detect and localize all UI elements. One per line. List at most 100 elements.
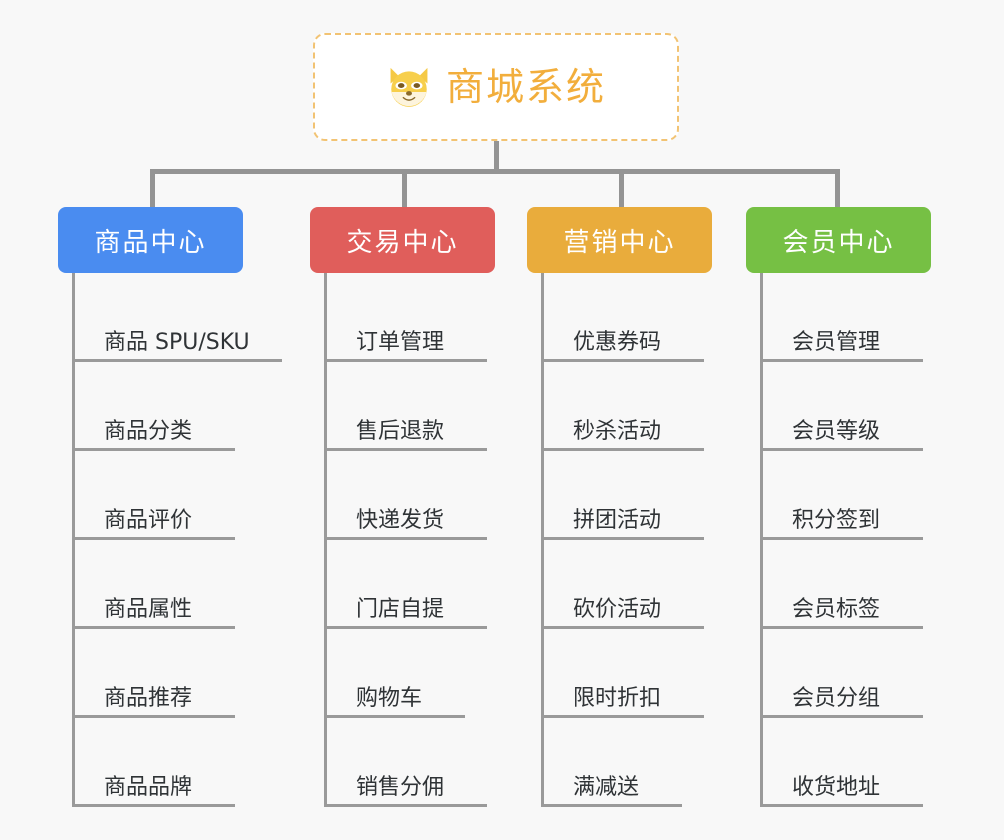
leaf-underline <box>72 804 235 807</box>
list-item[interactable]: 商品品牌 <box>72 718 278 807</box>
list-item[interactable]: 购物车 <box>324 629 530 718</box>
leaf-underline <box>760 448 923 451</box>
leaf-underline <box>72 715 235 718</box>
list-item[interactable]: 门店自提 <box>324 540 530 629</box>
category-header-trade[interactable]: 交易中心 <box>310 207 495 273</box>
list-item[interactable]: 积分签到 <box>760 451 966 540</box>
leaf-label: 购物车 <box>356 686 423 711</box>
list-item[interactable]: 会员分组 <box>760 629 966 718</box>
leaf-label: 商品品牌 <box>104 775 193 800</box>
list-item[interactable]: 商品属性 <box>72 540 278 629</box>
leaf-label: 会员分组 <box>792 686 881 711</box>
leaf-underline <box>324 448 487 451</box>
leaf-underline <box>324 537 487 540</box>
leaf-label: 商品推荐 <box>104 686 193 711</box>
list-item[interactable]: 订单管理 <box>324 273 530 362</box>
leaf-label: 会员标签 <box>792 597 881 622</box>
leaf-label: 商品评价 <box>104 508 193 533</box>
leaf-underline <box>324 715 465 718</box>
category-column-product: 商品中心 商品 SPU/SKU 商品分类 商品评价 商品属性 商品推荐 <box>58 207 282 807</box>
leaf-list-trade: 订单管理 售后退款 快递发货 门店自提 购物车 销售分佣 <box>324 273 530 807</box>
root-node-title: 商城系统 <box>445 65 606 109</box>
category-header-label: 会员中心 <box>782 227 895 258</box>
connector-horizontal-bus <box>150 169 840 174</box>
list-item[interactable]: 优惠券码 <box>541 273 747 362</box>
list-item[interactable]: 售后退款 <box>324 362 530 451</box>
leaf-underline <box>72 626 235 629</box>
leaf-underline <box>72 359 282 362</box>
list-item[interactable]: 会员标签 <box>760 540 966 629</box>
leaf-label: 售后退款 <box>356 419 445 444</box>
connector-drop-3 <box>619 169 624 209</box>
root-node-shop-system[interactable]: 商城系统 <box>313 33 679 141</box>
leaf-underline <box>72 537 235 540</box>
leaf-label: 会员等级 <box>792 419 881 444</box>
leaf-list-member: 会员管理 会员等级 积分签到 会员标签 会员分组 收货地址 <box>760 273 966 807</box>
category-header-label: 交易中心 <box>346 227 459 258</box>
leaf-label: 拼团活动 <box>573 508 662 533</box>
leaf-underline <box>541 804 682 807</box>
leaf-label: 商品 SPU/SKU <box>104 330 250 355</box>
leaf-trunk-line <box>760 273 763 807</box>
leaf-underline <box>541 537 704 540</box>
leaf-label: 积分签到 <box>792 508 881 533</box>
leaf-label: 秒杀活动 <box>573 419 662 444</box>
list-item[interactable]: 快递发货 <box>324 451 530 540</box>
leaf-trunk-line <box>72 273 75 807</box>
leaf-label: 快递发货 <box>356 508 445 533</box>
leaf-trunk-line <box>541 273 544 807</box>
leaf-underline <box>760 537 923 540</box>
list-item[interactable]: 商品 SPU/SKU <box>72 273 282 362</box>
leaf-underline <box>324 626 487 629</box>
category-column-trade: 交易中心 订单管理 售后退款 快递发货 门店自提 购物车 <box>310 207 530 807</box>
category-column-marketing: 营销中心 优惠券码 秒杀活动 拼团活动 砍价活动 限时折扣 <box>527 207 747 807</box>
list-item[interactable]: 会员等级 <box>760 362 966 451</box>
leaf-label: 商品分类 <box>104 419 193 444</box>
leaf-underline <box>760 715 923 718</box>
category-header-member[interactable]: 会员中心 <box>746 207 931 273</box>
leaf-label: 门店自提 <box>356 597 445 622</box>
connector-drop-4 <box>835 169 840 209</box>
leaf-underline <box>760 626 923 629</box>
list-item[interactable]: 商品推荐 <box>72 629 278 718</box>
leaf-label: 销售分佣 <box>356 775 445 800</box>
connector-drop-2 <box>402 169 407 209</box>
leaf-label: 限时折扣 <box>573 686 662 711</box>
list-item[interactable]: 满减送 <box>541 718 747 807</box>
leaf-label: 优惠券码 <box>573 330 662 355</box>
connector-drop-1 <box>150 169 155 209</box>
list-item[interactable]: 商品分类 <box>72 362 278 451</box>
leaf-underline <box>760 804 923 807</box>
list-item[interactable]: 商品评价 <box>72 451 278 540</box>
list-item[interactable]: 会员管理 <box>760 273 966 362</box>
list-item[interactable]: 销售分佣 <box>324 718 530 807</box>
list-item[interactable]: 收货地址 <box>760 718 966 807</box>
leaf-underline <box>541 715 704 718</box>
category-header-marketing[interactable]: 营销中心 <box>527 207 712 273</box>
category-header-label: 商品中心 <box>94 227 207 258</box>
category-column-member: 会员中心 会员管理 会员等级 积分签到 会员标签 会员分组 <box>746 207 966 807</box>
leaf-underline <box>760 359 923 362</box>
leaf-underline <box>541 448 704 451</box>
leaf-underline <box>541 359 704 362</box>
leaf-list-marketing: 优惠券码 秒杀活动 拼团活动 砍价活动 限时折扣 满减送 <box>541 273 747 807</box>
leaf-underline <box>324 359 487 362</box>
list-item[interactable]: 限时折扣 <box>541 629 747 718</box>
list-item[interactable]: 砍价活动 <box>541 540 747 629</box>
leaf-underline <box>324 804 487 807</box>
connector-root-stem <box>494 141 499 172</box>
leaf-underline <box>541 626 704 629</box>
leaf-label: 砍价活动 <box>573 597 662 622</box>
list-item[interactable]: 秒杀活动 <box>541 362 747 451</box>
leaf-underline <box>72 448 235 451</box>
leaf-label: 满减送 <box>573 775 640 800</box>
leaf-list-product: 商品 SPU/SKU 商品分类 商品评价 商品属性 商品推荐 商品品牌 <box>72 273 282 807</box>
leaf-label: 收货地址 <box>792 775 881 800</box>
shiba-dog-face-icon <box>390 67 428 107</box>
leaf-label: 会员管理 <box>792 330 881 355</box>
leaf-label: 商品属性 <box>104 597 193 622</box>
leaf-trunk-line <box>324 273 327 807</box>
category-header-product[interactable]: 商品中心 <box>58 207 243 273</box>
list-item[interactable]: 拼团活动 <box>541 451 747 540</box>
